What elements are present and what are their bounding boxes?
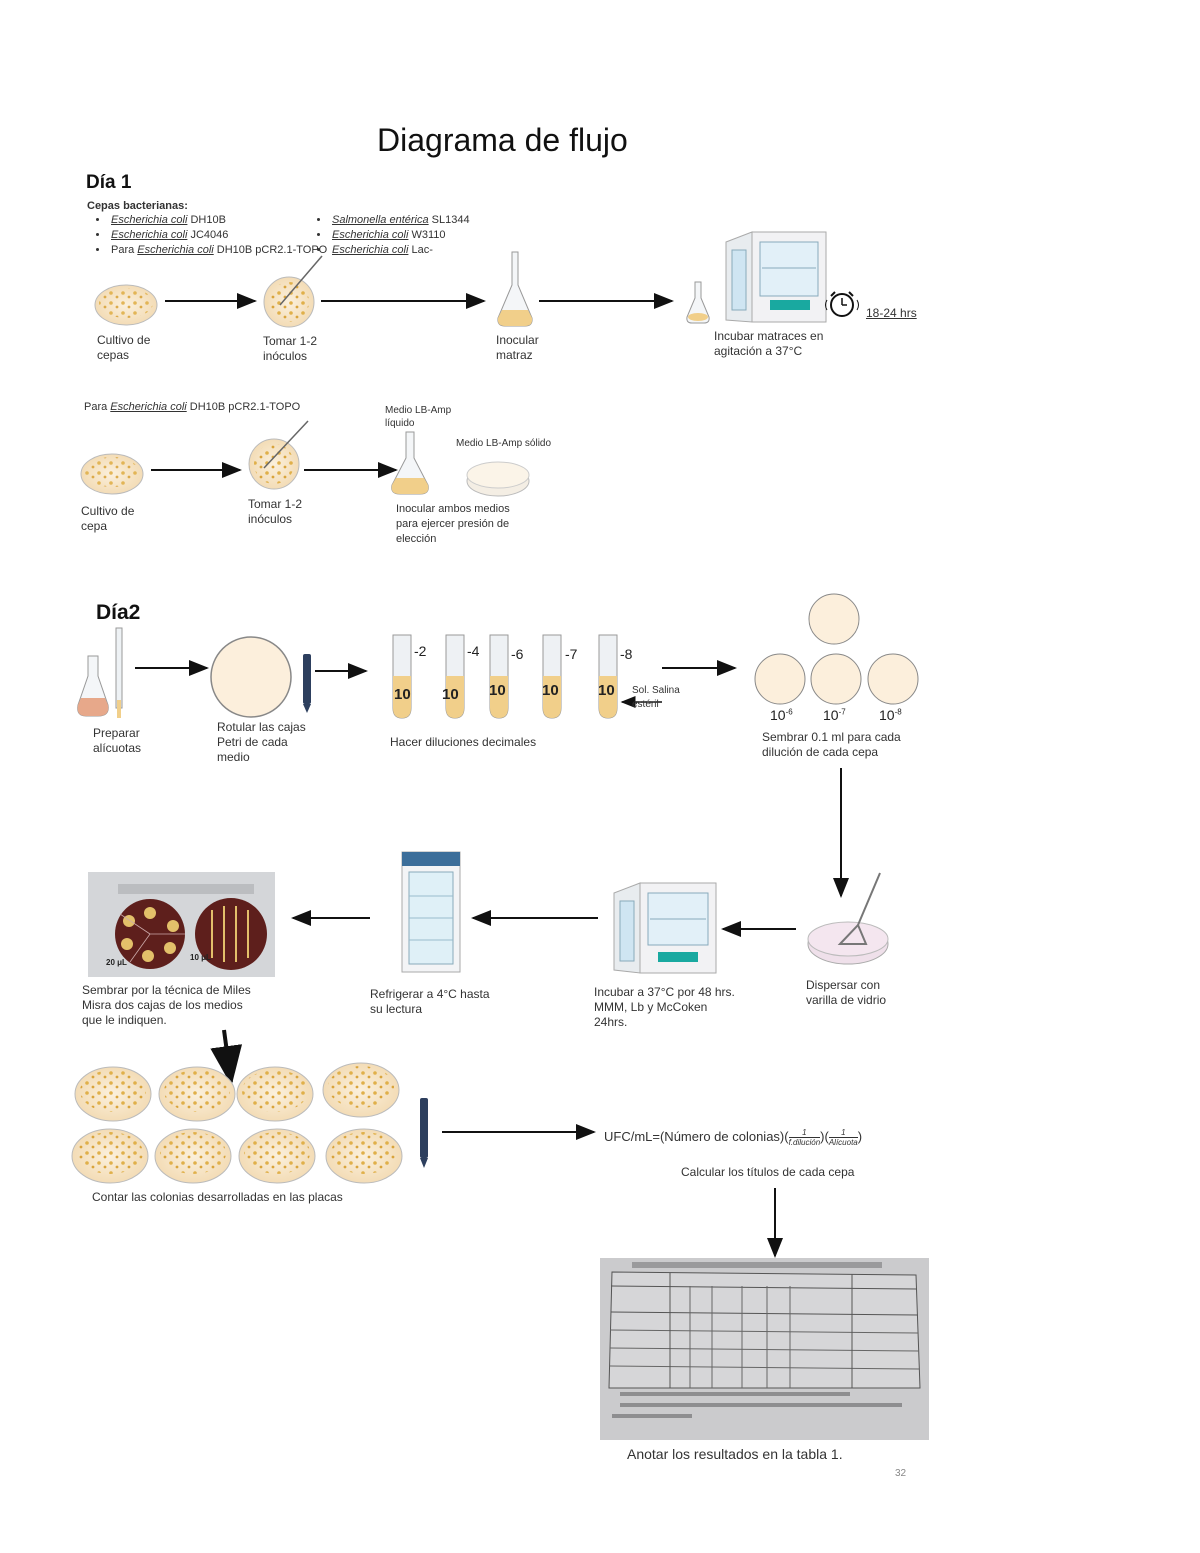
flask-and-pipette-icon — [77, 627, 123, 718]
time-label: 18-24 hrs — [866, 306, 917, 320]
marker-icon — [420, 1098, 428, 1168]
step-label: Sembrar 0.1 ml para cada dilución de cad… — [762, 730, 901, 759]
dilution-label: -2 — [414, 643, 427, 659]
miles-misra-photo — [88, 872, 275, 977]
strain-item: Salmonella entérica SL1344 — [330, 213, 560, 228]
step-label: Tomar 1-2 inóculos — [248, 497, 303, 526]
page-number: 32 — [895, 1468, 907, 1479]
strain-item: Escherichia coli Lac- — [330, 243, 560, 258]
step-label: Inocular ambos medios para ejercer presi… — [396, 503, 510, 545]
photo-label: 10 μL — [190, 953, 211, 962]
step-label: Tomar 1-2 inóculos — [263, 334, 318, 363]
glass-spreader-dish-icon — [807, 872, 889, 965]
alarm-clock-icon — [825, 291, 859, 317]
results-table-photo — [600, 1258, 929, 1440]
dilution-label: -6 — [511, 646, 524, 662]
tube-value: 10 — [442, 686, 459, 703]
saline-label: Sol. Salina estéril — [632, 685, 680, 710]
step-label: Sembrar por la técnica de Miles Misra do… — [82, 983, 251, 1027]
page-title: Diagrama de flujo — [377, 122, 628, 158]
strains-list-left: Escherichia coli DH10B Escherichia coli … — [87, 213, 339, 258]
strain-item: Escherichia coli W3110 — [330, 228, 560, 243]
small-flask-icon — [686, 281, 710, 324]
medium-label: Medio LB-Amp sólido — [456, 438, 552, 449]
day2-heading: Día2 — [96, 601, 141, 624]
test-tube-icon — [542, 634, 562, 719]
colony-plates-grid — [71, 1062, 403, 1184]
petri-dish-inoculum — [263, 255, 323, 328]
sow-dilution-label: 10-7 — [823, 707, 846, 723]
test-tube-icon — [445, 634, 465, 719]
step-label: Cultivo de cepas — [97, 333, 151, 362]
day1-heading: Día 1 — [86, 172, 132, 193]
dilution-label: -4 — [467, 643, 480, 659]
step-label: Dispersar con varilla de vidrio — [806, 978, 887, 1007]
table-caption: Anotar los resultados en la tabla 1. — [627, 1446, 843, 1462]
strain-item: Para Escherichia coli DH10B pCR2.1-TOPO — [109, 243, 339, 258]
strains-list-right: Salmonella entérica SL1344 Escherichia c… — [308, 213, 560, 258]
tube-value: 10 — [489, 682, 506, 699]
petri-dish-empty — [867, 653, 919, 705]
tube-value: 10 — [542, 682, 559, 699]
strains-heading: Cepas bacterianas: — [87, 200, 188, 212]
strain-item: Escherichia coli JC4046 — [109, 228, 339, 243]
dilution-label: -7 — [565, 646, 578, 662]
step-label: Preparar alícuotas — [93, 726, 142, 755]
step-label: Incubar a 37°C por 48 hrs. MMM, Lb y McC… — [594, 985, 735, 1029]
test-tube-icon — [598, 634, 618, 719]
petri-dish-solid — [466, 461, 530, 497]
photo-label: 20 μL — [106, 958, 127, 967]
step-label: Inocular matraz — [496, 333, 539, 362]
medium-label: Medio LB-Amp líquido — [385, 405, 452, 429]
refrigerator-icon — [401, 851, 461, 973]
row2-heading: Para Escherichia coli DH10B pCR2.1-TOPO — [84, 401, 301, 413]
flask-icon — [497, 251, 533, 327]
step-label: Contar las colonias desarrolladas en las… — [92, 1190, 343, 1204]
incubator-icon — [613, 882, 717, 974]
petri-dish-empty — [810, 653, 862, 705]
flask-icon — [391, 431, 429, 495]
sow-dilution-label: 10-8 — [879, 707, 902, 723]
petri-dish-inoculum — [248, 420, 309, 490]
step-label: Hacer diluciones decimales — [390, 735, 537, 749]
petri-dish-empty — [754, 653, 806, 705]
step-label: Calcular los títulos de cada cepa — [681, 1165, 855, 1179]
arrow — [210, 1029, 243, 1086]
dilution-label: -8 — [620, 646, 633, 662]
petri-dish-culture — [80, 453, 144, 495]
petri-dish-empty — [808, 593, 860, 645]
tube-value: 10 — [394, 686, 411, 703]
test-tube-icon — [392, 634, 412, 719]
strain-item: Escherichia coli DH10B — [109, 213, 339, 228]
marker-icon — [303, 654, 311, 713]
step-label: Rotular las cajas Petri de cada medio — [217, 720, 306, 764]
step-label: Refrigerar a 4°C hasta su lectura — [370, 987, 490, 1016]
test-tube-icon — [489, 634, 509, 719]
step-label: Incubar matraces en agitación a 37°C — [714, 329, 824, 358]
petri-dish-culture — [94, 284, 158, 326]
incubator-icon — [725, 231, 827, 323]
sow-dilution-label: 10-6 — [770, 707, 793, 723]
petri-dish-empty — [210, 636, 292, 718]
tube-value: 10 — [598, 682, 615, 699]
step-label: Cultivo de cepa — [81, 504, 135, 533]
